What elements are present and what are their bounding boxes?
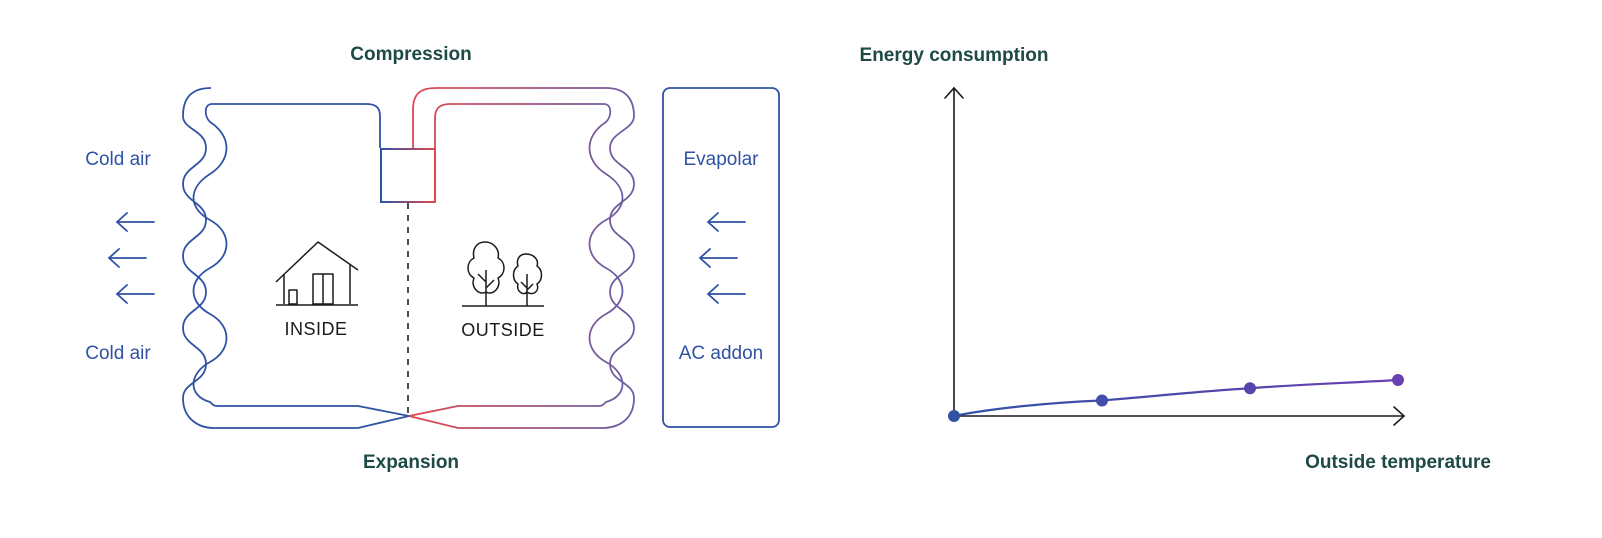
cold-air-label-top: Cold air — [85, 149, 151, 170]
outside-label: OUTSIDE — [461, 320, 545, 340]
arrow-left-icon — [107, 212, 155, 304]
data-point-1 — [1096, 394, 1108, 407]
compressor-box — [380, 148, 436, 203]
evapolar-label: Evapolar — [684, 149, 760, 170]
arrow-left-icon — [698, 212, 746, 304]
house-icon — [275, 241, 359, 306]
right-coil — [408, 87, 635, 429]
inside-label: INSIDE — [284, 319, 347, 339]
data-point-0 — [948, 410, 960, 422]
energy-series-line — [953, 378, 1399, 418]
plot-area — [948, 374, 1404, 422]
cold-air-label-bottom: Cold air — [85, 343, 151, 364]
x-axis-label: Outside temperature — [1305, 452, 1491, 473]
trees-icon — [462, 241, 544, 307]
x-axis — [953, 406, 1406, 426]
data-point-2 — [1244, 382, 1256, 395]
y-axis-label: Energy consumption — [860, 45, 1049, 66]
expansion-label: Expansion — [363, 452, 459, 473]
data-point-3 — [1392, 374, 1404, 386]
right-coil-inner — [408, 103, 624, 417]
left-coil — [182, 87, 410, 429]
y-axis — [944, 86, 964, 417]
evapolar-unit-box — [662, 87, 780, 428]
left-coil-inner — [192, 103, 410, 417]
compression-label: Compression — [350, 44, 471, 65]
ac-addon-label: AC addon — [679, 343, 764, 364]
